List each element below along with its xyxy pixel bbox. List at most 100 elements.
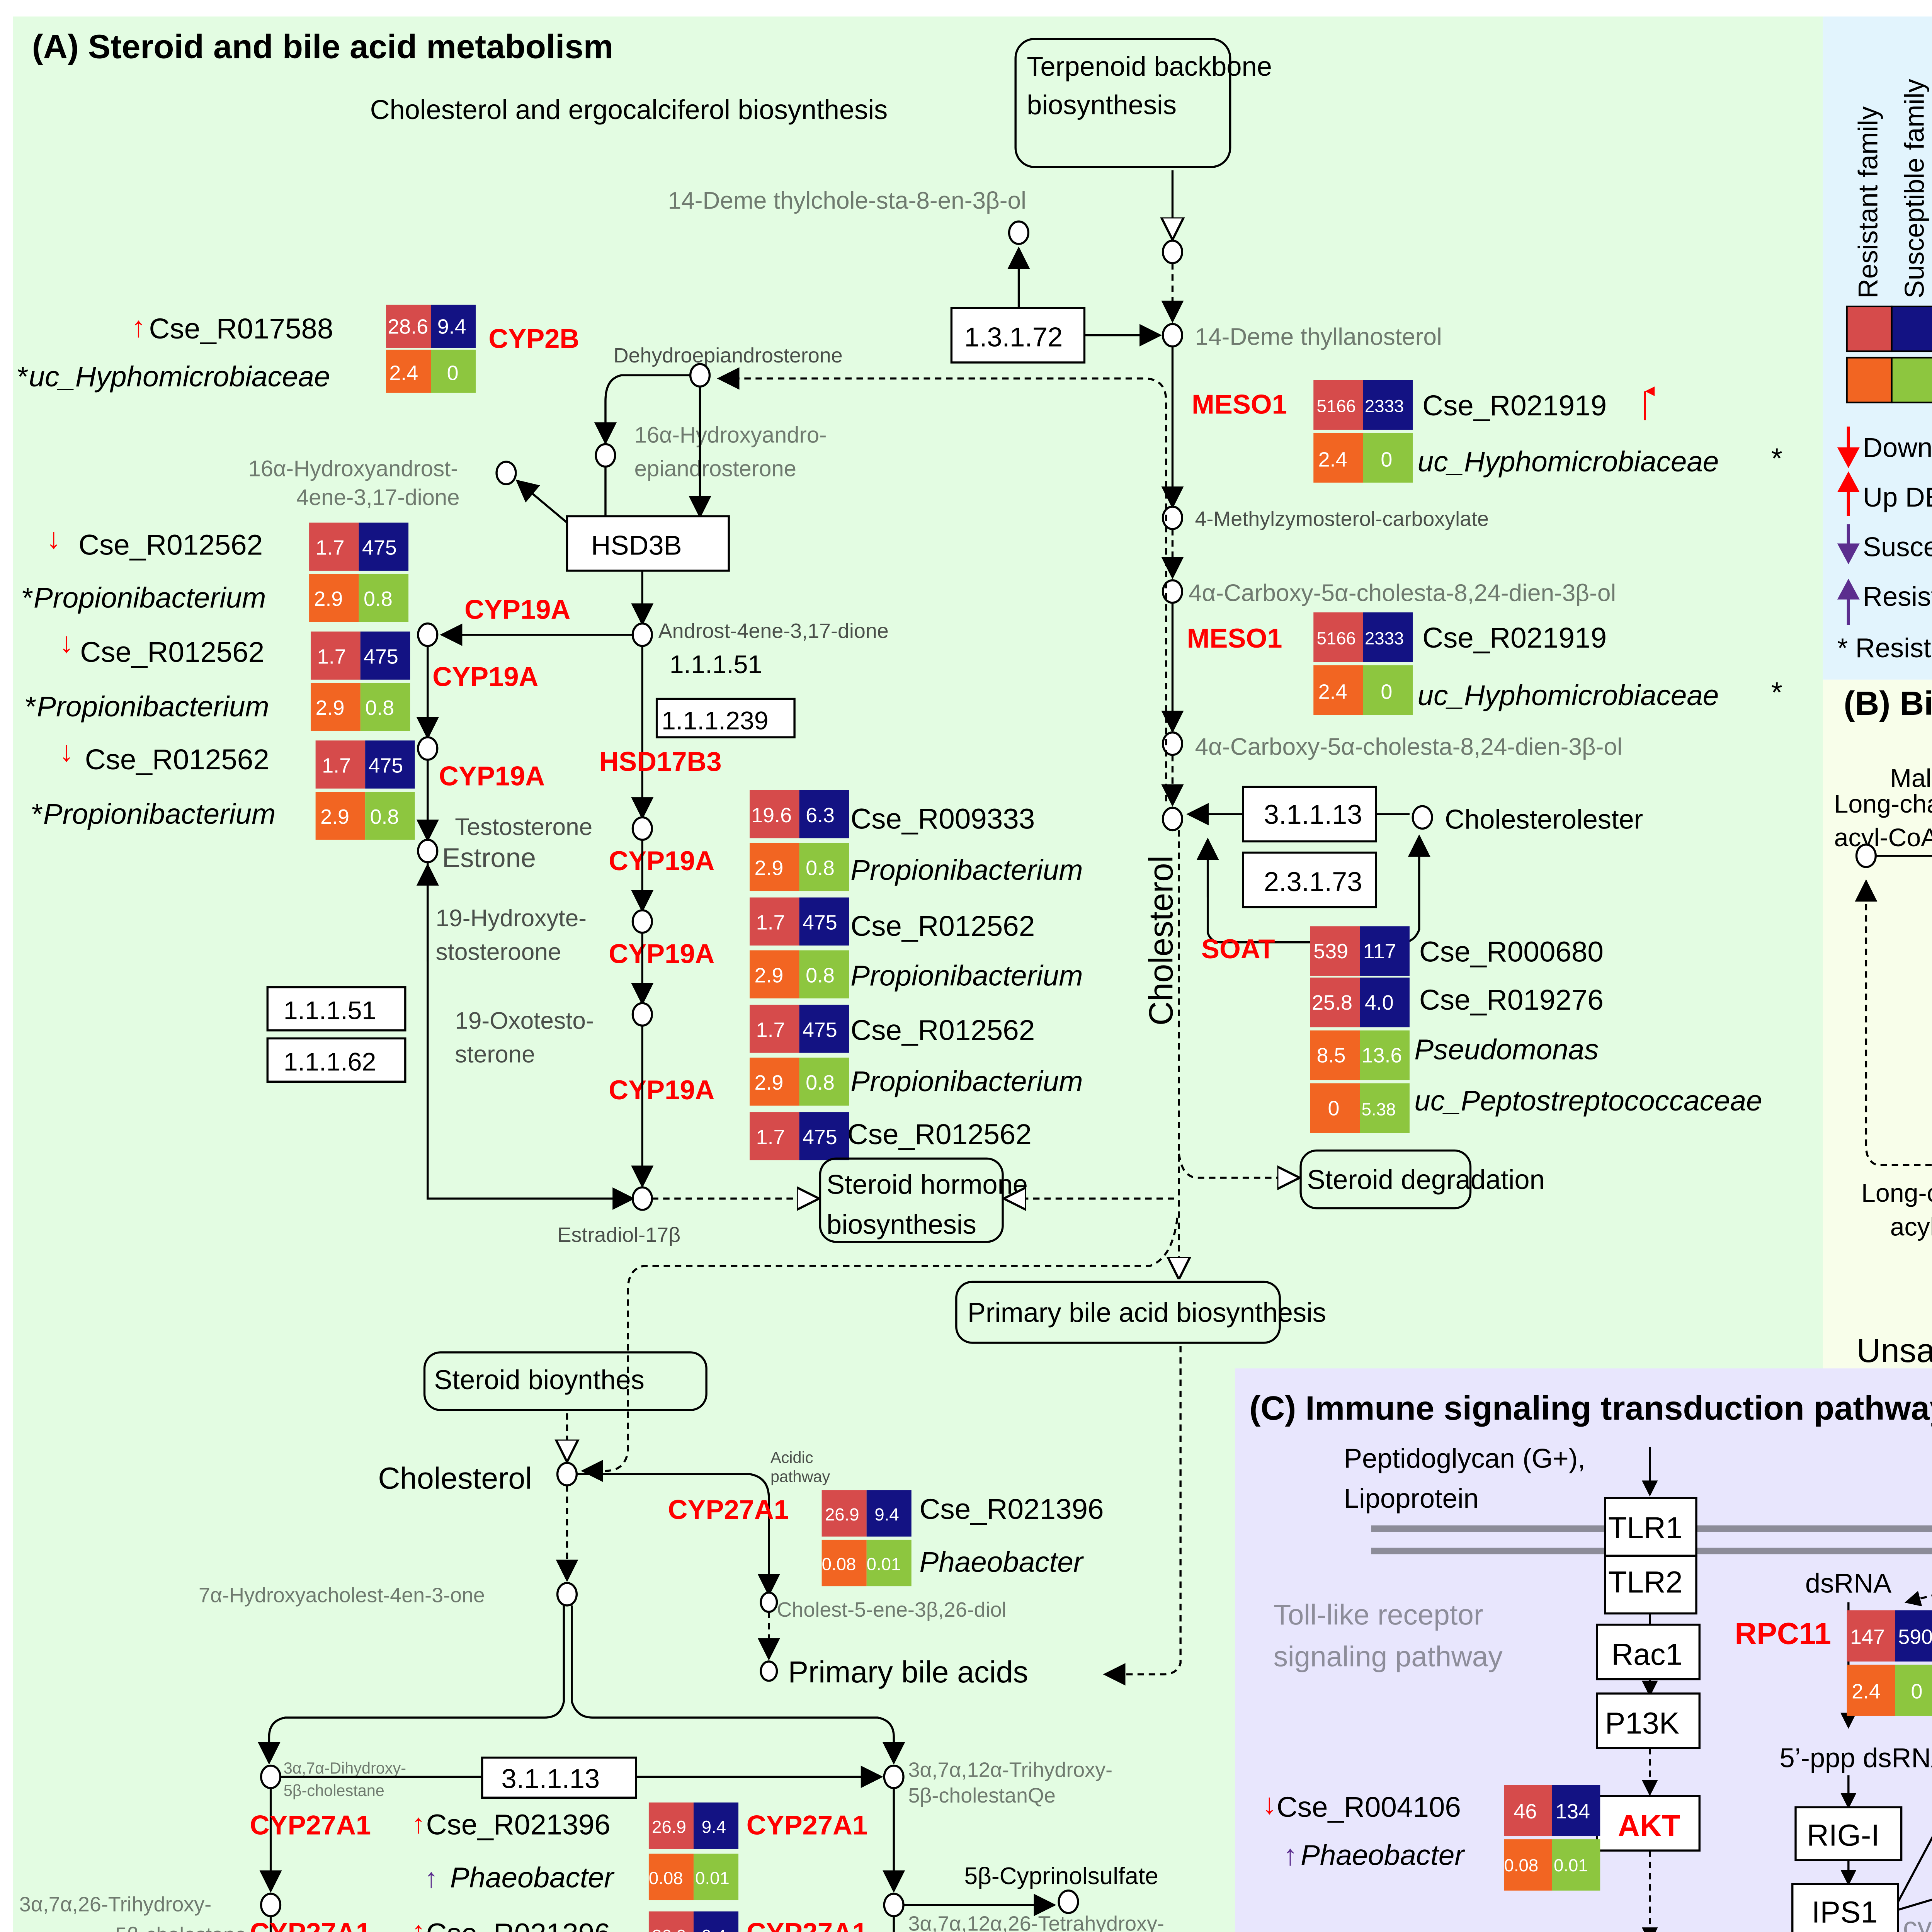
metabolite-19-oxo-2: sterone bbox=[455, 1041, 535, 1068]
label: 0 bbox=[1328, 1097, 1340, 1120]
gene-cyp27a1[interactable]: CYP27A1 bbox=[747, 1810, 867, 1840]
connector bbox=[581, 1218, 1179, 1482]
enzyme-box-3-1-1-13[interactable] bbox=[1242, 786, 1377, 843]
gene-cyp27a1[interactable]: CYP27A1 bbox=[668, 1494, 789, 1525]
gene-cyp2b[interactable]: CYP2B bbox=[488, 323, 579, 354]
box-rig-i[interactable] bbox=[1794, 1806, 1903, 1861]
microbe-propionibacterium: Propionibacterium bbox=[850, 1065, 1083, 1097]
metabolite-node bbox=[689, 363, 711, 388]
microbe-propionibacterium: Propionibacterium bbox=[850, 959, 1083, 992]
metabolite-node bbox=[495, 461, 517, 485]
connector bbox=[258, 1605, 565, 1765]
cell bbox=[693, 1854, 739, 1900]
label: 25.8 bbox=[1312, 991, 1352, 1014]
metabolite-estrone: Estrone bbox=[442, 842, 536, 873]
cell bbox=[821, 1539, 867, 1587]
cell bbox=[750, 1058, 799, 1106]
gene-id-cse-r009333: Cse_R009333 bbox=[850, 802, 1035, 835]
metabolite-trihydroxy-26-2: 5β-cholestane bbox=[115, 1923, 246, 1932]
metabolite-node bbox=[260, 1764, 282, 1789]
steroid-bioynthes-label: Steroid bioynthes bbox=[434, 1364, 645, 1395]
label: 2.4 bbox=[1852, 1680, 1881, 1703]
label: 475 bbox=[803, 911, 837, 934]
gene-cyp19a[interactable]: CYP19A bbox=[432, 661, 538, 692]
cell bbox=[750, 1112, 799, 1160]
enzyme-box-hsd3b[interactable] bbox=[566, 515, 730, 572]
box-p13k[interactable] bbox=[1596, 1692, 1701, 1749]
gene-id-cse-r000680: Cse_R000680 bbox=[1419, 935, 1604, 968]
microbe-peptostreptococcaceae: uc_Peptostreptococcaceae bbox=[1414, 1084, 1762, 1117]
cell bbox=[431, 304, 476, 348]
gene-soat[interactable]: SOAT bbox=[1201, 934, 1275, 964]
gene-hsd17b3[interactable]: HSD17B3 bbox=[599, 746, 721, 777]
label: 19.6 bbox=[751, 804, 792, 827]
cell bbox=[750, 843, 799, 891]
gene-cyp27a1[interactable]: CYP27A1 bbox=[250, 1810, 371, 1840]
cell bbox=[799, 790, 849, 838]
cell bbox=[1552, 1785, 1600, 1836]
metabolite-primary-bile-acids: Primary bile acids bbox=[788, 1655, 1028, 1689]
pathway-box-terpenoid[interactable] bbox=[1014, 37, 1231, 168]
enzyme-box-1-1-1-239[interactable] bbox=[655, 697, 796, 738]
enzyme-box-1-1-1-51[interactable] bbox=[266, 986, 406, 1032]
gene-id-cse-r021396: Cse_R021396 bbox=[426, 1808, 611, 1841]
gene-cyp27a1[interactable]: CYP27A1 bbox=[747, 1917, 867, 1932]
metabolite-14-demethyllanosterol: 14-Deme thyllanosterol bbox=[1195, 323, 1442, 350]
gene-cyp19a[interactable]: CYP19A bbox=[609, 845, 714, 876]
pathway-box-steroid-degradation[interactable] bbox=[1299, 1149, 1472, 1209]
label: 1.7 bbox=[317, 645, 346, 668]
expression-cells-meso1-b: 5166 2333 2.4 0 bbox=[1313, 612, 1413, 715]
enzyme-box-1-1-1-62[interactable] bbox=[266, 1037, 406, 1083]
box-rac1[interactable] bbox=[1596, 1623, 1701, 1680]
label: * bbox=[24, 690, 36, 723]
pathway-box-primary-bile-acid[interactable] bbox=[955, 1281, 1281, 1344]
cell bbox=[1504, 1839, 1552, 1891]
pathway-box-steroid-hormone[interactable] bbox=[819, 1157, 1004, 1243]
connector bbox=[1897, 1836, 1932, 1903]
cell bbox=[1310, 1083, 1360, 1133]
gene-rpc11[interactable]: RPC11 bbox=[1735, 1616, 1831, 1650]
box-tlr2[interactable] bbox=[1604, 1554, 1697, 1615]
toll-like-label-2: signaling pathway bbox=[1274, 1640, 1503, 1672]
label: 1.7 bbox=[756, 911, 785, 934]
cell bbox=[799, 1005, 849, 1053]
peptidoglycan-label: Peptidoglycan (G+), bbox=[1344, 1443, 1585, 1473]
cell bbox=[1363, 380, 1413, 430]
metabolite-4a-carboxy-2: 4α-Carboxy-5α-cholesta-8,24-dien-3β-ol bbox=[1195, 734, 1622, 760]
label: 134 bbox=[1555, 1800, 1590, 1823]
gene-cyp19a[interactable]: CYP19A bbox=[439, 760, 545, 791]
legend-swatch-resistant-micro bbox=[1846, 357, 1893, 403]
gene-cyp19a[interactable]: CYP19A bbox=[464, 594, 570, 624]
5ppp-dsrna-label: 5’-ppp dsRNA bbox=[1780, 1743, 1932, 1773]
gene-meso1[interactable]: MESO1 bbox=[1192, 389, 1287, 420]
gene-id-cse-r012562: Cse_R012562 bbox=[847, 1118, 1032, 1150]
legend-star-note: * Resistant family significantly enriche… bbox=[1837, 633, 1932, 663]
toll-like-label-1: Toll-like receptor bbox=[1274, 1599, 1483, 1631]
metabolite-node bbox=[760, 1660, 778, 1682]
metabolite-trihydroxy-26-1: 3α,7α,26-Trihydroxy- bbox=[19, 1893, 211, 1916]
gene-cyp19a[interactable]: CYP19A bbox=[609, 939, 714, 969]
box-ips1[interactable] bbox=[1791, 1883, 1900, 1932]
gene-meso1[interactable]: MESO1 bbox=[1187, 623, 1282, 653]
metabolite-node-cholesterol-2 bbox=[556, 1462, 578, 1486]
purple-down-arrow-icon bbox=[1837, 524, 1860, 565]
cell bbox=[1363, 433, 1413, 483]
gene-cyp27a1[interactable]: CYP27A1 bbox=[250, 1917, 371, 1932]
label: 2333 bbox=[1365, 629, 1404, 648]
pathway-box-steroid-bioynthes[interactable] bbox=[423, 1351, 707, 1411]
microbe-propionibacterium: Propionibacterium bbox=[34, 581, 266, 614]
record-rpc11: 147 590 Cse_R006552 ↓ 2.4 0 uc_Hyphomicr… bbox=[1847, 1610, 1932, 1716]
enzyme-box-3-1-1-13-b[interactable] bbox=[481, 1756, 637, 1799]
metabolite-node bbox=[1412, 805, 1433, 830]
cell bbox=[1360, 1030, 1410, 1080]
box-akt[interactable] bbox=[1596, 1795, 1701, 1852]
enzyme-box-2-3-1-73[interactable] bbox=[1242, 851, 1377, 908]
gene-cyp19a[interactable]: CYP19A bbox=[609, 1075, 714, 1105]
long-chain-acyl-coa-1b: acyl-CoA bbox=[1834, 823, 1932, 852]
enzyme-box-1-3-1-72[interactable] bbox=[950, 307, 1086, 364]
label: 0.8 bbox=[370, 805, 399, 828]
acidic-pathway-label-1: Acidic bbox=[770, 1448, 813, 1466]
label: 2.9 bbox=[754, 1071, 783, 1094]
label: 0.01 bbox=[867, 1554, 901, 1574]
metabolite-node bbox=[631, 1002, 653, 1027]
